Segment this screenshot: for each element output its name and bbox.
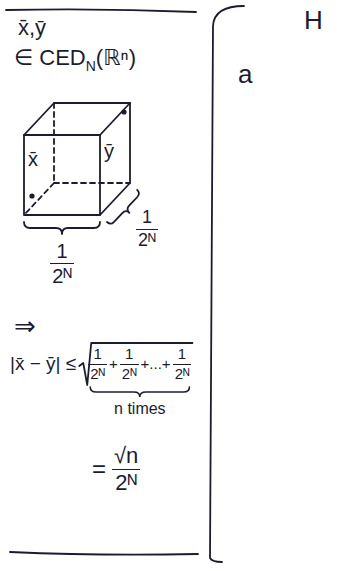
radical-sign <box>79 343 192 385</box>
count-note: n times <box>114 400 166 418</box>
cube-top <box>24 103 130 135</box>
frame-line <box>10 552 198 555</box>
radicand: 12ᴺ+12ᴺ+...+12ᴺ <box>90 346 189 382</box>
panel-bracket <box>210 6 244 562</box>
plus-dots: +...+ <box>141 356 171 373</box>
fraction-bar <box>112 469 140 470</box>
dimension: 12ᴺ <box>52 240 72 287</box>
fraction: 12ᴺ <box>175 346 190 382</box>
numerator: 1 <box>142 208 152 228</box>
numerator: 1 <box>178 346 186 363</box>
frame-line <box>6 9 196 12</box>
distance-term: |x̄ − ȳ| ≤ <box>10 354 76 375</box>
numerator: √n <box>114 444 138 468</box>
numerator: 1 <box>56 240 67 262</box>
denominator: 2ᴺ <box>115 471 137 495</box>
result: √n 2ᴺ <box>114 444 138 495</box>
denominator: 2ᴺ <box>122 366 137 383</box>
fraction: 12ᴺ <box>138 208 156 251</box>
fraction-bar <box>88 364 107 365</box>
fraction-bar <box>120 364 139 365</box>
point-dot <box>29 193 34 198</box>
cut-letter: a <box>238 60 252 89</box>
point-dot <box>121 109 126 114</box>
denominator: 2ᴺ <box>90 366 105 383</box>
fraction: 12ᴺ <box>90 346 105 382</box>
fraction: √n 2ᴺ <box>114 444 138 495</box>
fraction-bar <box>136 229 158 230</box>
cube-side <box>100 103 130 215</box>
subscript: N <box>86 59 96 74</box>
numerator: 1 <box>93 346 101 363</box>
fraction-bar <box>173 364 192 365</box>
cube-hidden-edge <box>24 103 130 215</box>
implies-sign: ⇒ <box>14 312 36 341</box>
point-names: x̄,ȳ <box>18 16 46 40</box>
equals-sign: = <box>92 456 106 482</box>
fraction-bar <box>50 263 74 264</box>
denominator: 2ᴺ <box>175 366 190 383</box>
set-name: ∈ CED <box>14 46 86 70</box>
point-label: ȳ <box>104 140 114 162</box>
fraction: 12ᴺ <box>122 346 137 382</box>
fraction: 12ᴺ <box>52 240 72 287</box>
dimension-brace <box>24 222 100 234</box>
denominator: 2ᴺ <box>138 231 156 251</box>
set-membership: ∈ CEDN(ℝⁿ) <box>14 46 136 70</box>
dimension-brace <box>107 190 144 229</box>
space-name: (ℝⁿ) <box>96 46 136 70</box>
point-label: x̄ <box>28 148 38 170</box>
plus-sign: + <box>109 356 118 373</box>
numerator: 1 <box>125 346 133 363</box>
denominator: 2ᴺ <box>52 265 72 287</box>
underbrace <box>90 387 189 397</box>
dimension: 12ᴺ <box>138 208 156 251</box>
cut-letter: H <box>304 6 323 35</box>
